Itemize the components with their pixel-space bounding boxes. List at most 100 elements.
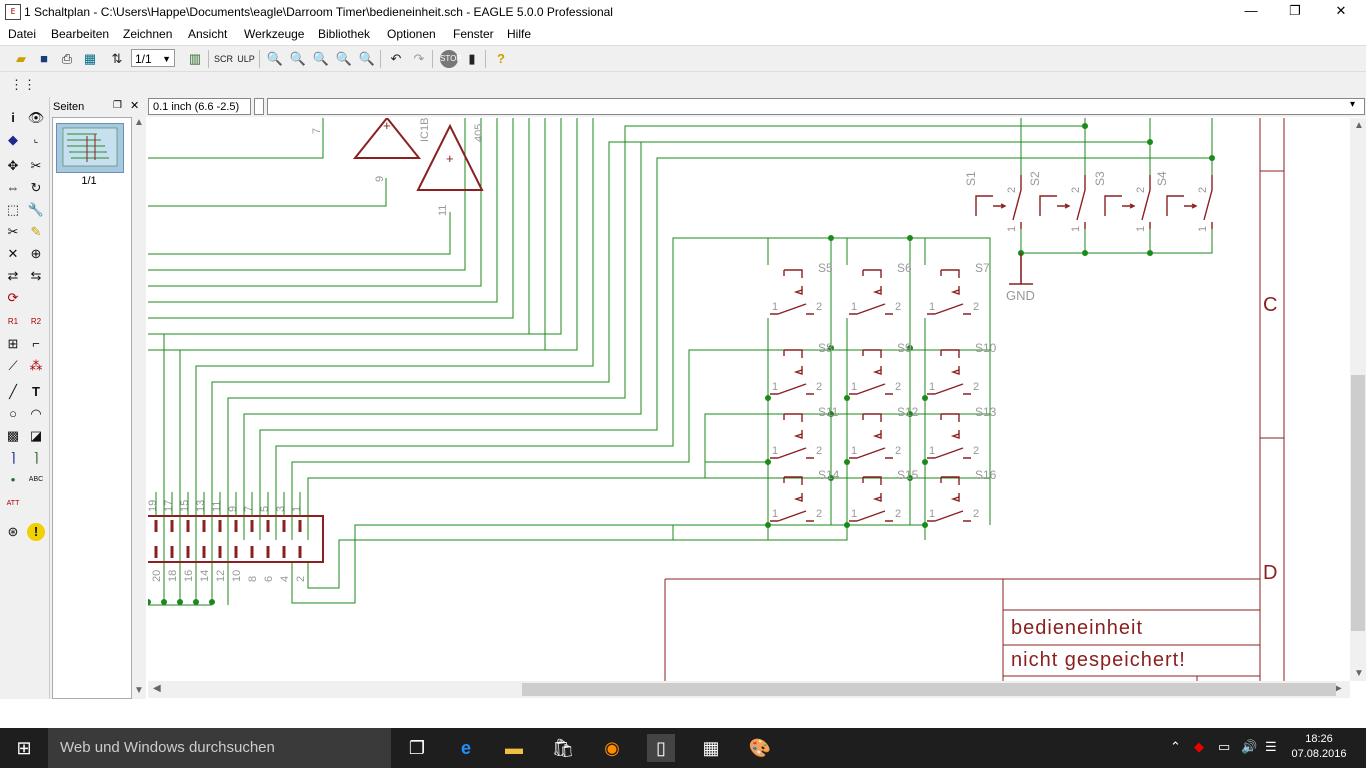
notifications-icon[interactable]: ☰ [1265, 739, 1277, 754]
close-button[interactable]: ✕ [1335, 3, 1347, 18]
windows-start-icon[interactable]: ⊞ [16, 738, 32, 758]
zoom-fit-icon[interactable]: 🔍 [266, 51, 284, 66]
undo-icon[interactable]: ↶ [390, 51, 402, 66]
calculator-icon[interactable]: ▦ [702, 738, 720, 758]
polygon-icon[interactable]: ◪ [29, 428, 43, 443]
invoke-icon[interactable]: ⁂ [29, 358, 43, 373]
rotate-icon[interactable]: ↻ [30, 180, 42, 195]
horizontal-scroll-thumb[interactable] [522, 683, 1336, 696]
explorer-icon[interactable]: ▬ [505, 738, 523, 758]
smash-icon[interactable]: ⊞ [7, 336, 19, 351]
attribute-icon[interactable]: ATT [6, 500, 20, 507]
zoom-area-icon[interactable]: 🔍 [358, 51, 376, 66]
system-clock[interactable]: 18:26 07.08.2016 [1286, 732, 1352, 762]
board-icon[interactable]: ▥ [188, 51, 202, 66]
change-icon[interactable]: 🔧 [27, 202, 45, 217]
gateswap-icon[interactable]: ⇆ [30, 268, 42, 283]
menu-bearbeiten[interactable]: Bearbeiten [51, 27, 110, 41]
eagle-taskbar-icon[interactable]: ▯ [647, 734, 675, 762]
zoom-out-icon[interactable]: 🔍 [312, 51, 330, 66]
go-icon[interactable]: ▮ [468, 51, 476, 66]
text-icon[interactable]: T [32, 384, 40, 399]
miter-icon[interactable]: ⌐ [32, 336, 40, 351]
scroll-down-icon[interactable]: ▼ [134, 685, 144, 696]
network-icon[interactable]: ▭ [1218, 739, 1231, 754]
redo-icon[interactable]: ↷ [413, 51, 425, 66]
zoom-in-icon[interactable]: 🔍 [289, 51, 307, 66]
replace-icon[interactable]: ⟳ [7, 290, 19, 305]
pinswap-icon[interactable]: ⇄ [7, 268, 19, 283]
split-icon[interactable]: ⟋ [8, 358, 18, 373]
paste-icon[interactable]: ✂ [7, 224, 19, 239]
grid-icon[interactable]: ⋮⋮ [10, 77, 36, 92]
chevron-down-icon[interactable]: ▾ [1350, 99, 1356, 110]
scroll-up-icon[interactable]: ▲ [1354, 120, 1364, 131]
sheet-icon[interactable]: ⇅ [111, 51, 123, 66]
firefox-icon[interactable]: ◉ [604, 738, 620, 758]
display-icon[interactable]: ◆ [8, 132, 18, 147]
maximize-button[interactable]: ❐ [1289, 3, 1301, 18]
taskbar-search[interactable]: Web und Windows durchsuchen [48, 728, 391, 768]
menu-datei[interactable]: Datei [8, 27, 37, 41]
pages-scrollbar[interactable]: ▲ ▼ [132, 115, 144, 697]
add-icon[interactable]: ⊕ [30, 246, 42, 261]
task-view-icon[interactable]: ❐ [408, 738, 426, 758]
info-icon[interactable]: i [11, 110, 15, 125]
arc-icon[interactable]: ◠ [30, 406, 42, 421]
command-input[interactable] [267, 98, 1365, 115]
delete-x-icon[interactable]: ✕ [7, 246, 19, 261]
label-icon[interactable]: ABC [28, 476, 44, 483]
show-icon[interactable]: 👁 [27, 110, 45, 125]
command-history-button[interactable] [254, 98, 264, 115]
stop-icon[interactable]: STOP [440, 50, 462, 68]
edge-icon[interactable]: e [460, 738, 471, 758]
rect-icon[interactable]: ▩ [6, 428, 20, 443]
circle-icon[interactable]: ○ [9, 406, 17, 421]
minimize-button[interactable]: — [1244, 3, 1258, 18]
save-icon[interactable]: ■ [40, 51, 48, 66]
sheet-select[interactable]: 1/1▼ [131, 49, 175, 67]
store-icon[interactable]: 🛍 [551, 738, 575, 758]
page-thumbnail[interactable] [56, 123, 124, 173]
erc-icon[interactable]: ⊛ [7, 524, 19, 539]
menu-fenster[interactable]: Fenster [453, 27, 494, 41]
copy-icon[interactable]: ✂ [30, 158, 42, 173]
junction-icon[interactable]: • [10, 472, 16, 487]
errors-icon[interactable]: ! [27, 523, 45, 541]
scroll-left-icon[interactable]: ◀ [153, 683, 161, 694]
open-icon[interactable]: ▰ [16, 51, 26, 66]
tray-expand-icon[interactable]: ⌃ [1170, 739, 1181, 754]
name-icon[interactable]: R1 [7, 317, 19, 326]
move-icon[interactable]: ✥ [7, 158, 19, 173]
menu-bibliothek[interactable]: Bibliothek [318, 27, 371, 41]
antivirus-icon[interactable]: ◆ [1194, 739, 1204, 754]
menu-zeichnen[interactable]: Zeichnen [123, 27, 173, 41]
net-icon[interactable]: ⌉ [33, 450, 39, 465]
ulp-icon[interactable]: ULP [237, 54, 255, 64]
bus-icon[interactable]: ⌉ [10, 450, 16, 465]
cam-icon[interactable]: ▦ [83, 51, 97, 66]
mark-icon[interactable]: ⌞ [33, 134, 39, 145]
menu-hilfe[interactable]: Hilfe [507, 27, 532, 41]
delete-icon[interactable]: ✎ [30, 224, 42, 239]
group-icon[interactable]: ⬚ [6, 202, 20, 217]
menu-optionen[interactable]: Optionen [387, 27, 436, 41]
mirror-icon[interactable]: ⇔ [6, 180, 20, 195]
menu-ansicht[interactable]: Ansicht [188, 27, 228, 41]
wire-icon[interactable]: ╱ [9, 384, 17, 399]
print-icon[interactable]: ⎙ [61, 51, 73, 66]
vertical-scroll-thumb[interactable] [1351, 375, 1365, 631]
close-panel-icon[interactable]: ✕ [130, 100, 140, 112]
restore-panel-icon[interactable]: ❐ [113, 100, 122, 111]
help-icon[interactable]: ? [497, 51, 505, 66]
scroll-down-icon[interactable]: ▼ [1354, 668, 1364, 679]
value-icon[interactable]: R2 [30, 317, 42, 326]
script-icon[interactable]: SCR [214, 54, 234, 64]
scroll-right-icon[interactable]: ▶ [1334, 683, 1342, 694]
paint-icon[interactable]: 🎨 [748, 738, 772, 758]
volume-icon[interactable]: 🔊 [1241, 739, 1258, 754]
eagle-app-icon[interactable]: E [5, 4, 21, 20]
scroll-up-icon[interactable]: ▲ [134, 117, 144, 128]
menu-werkzeuge[interactable]: Werkzeuge [244, 27, 305, 41]
